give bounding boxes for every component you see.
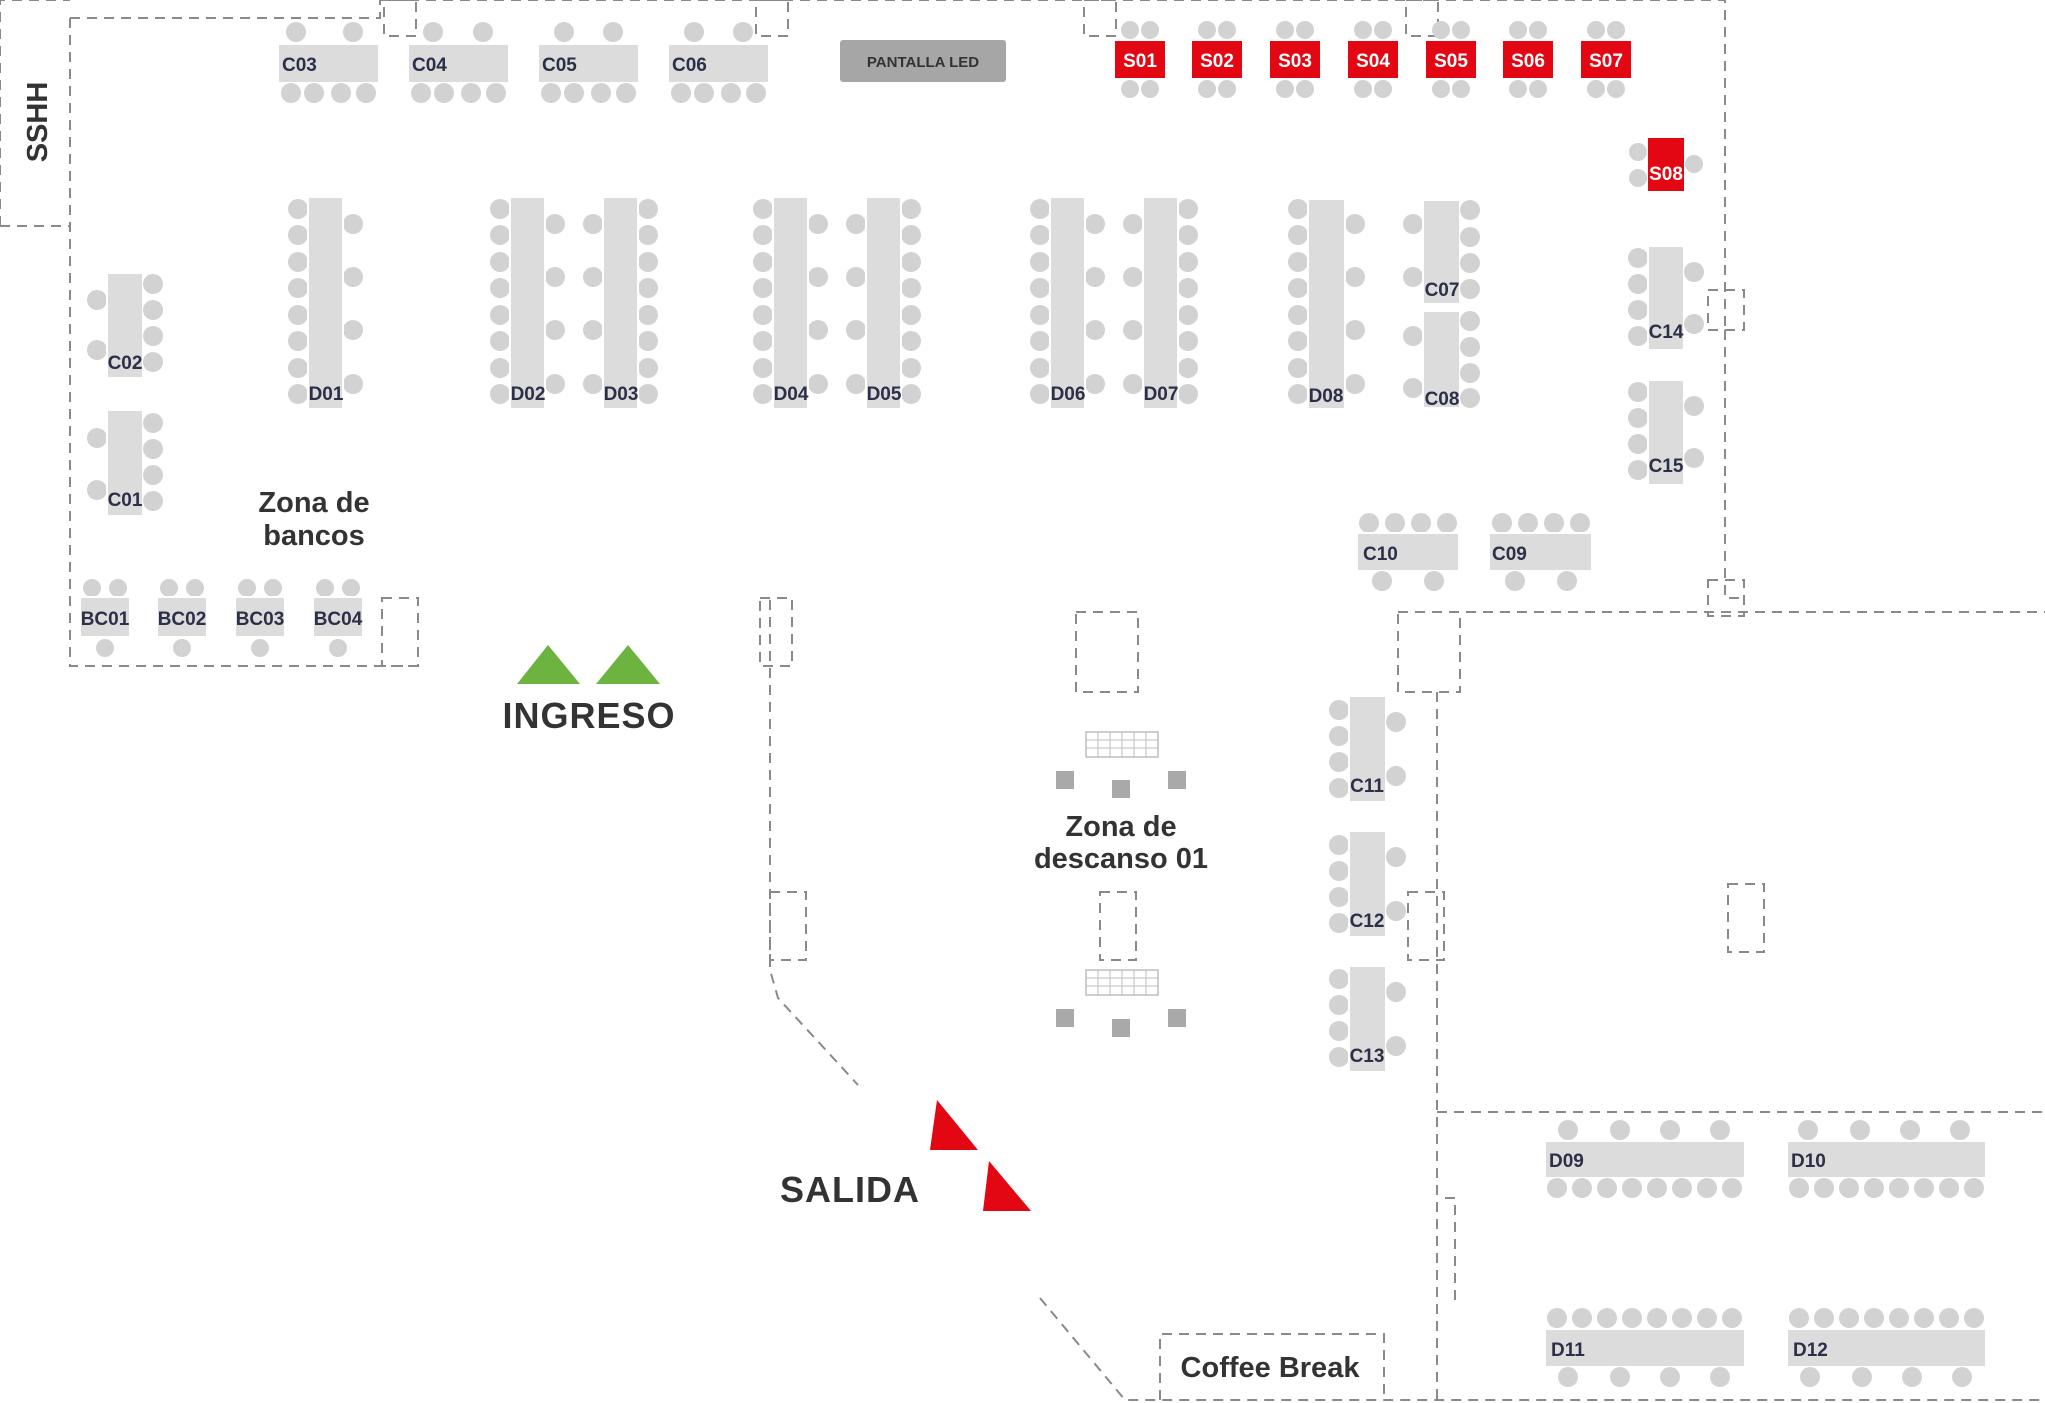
table-label: D08 [1309,386,1344,407]
stand-s07[interactable]: S07 [1581,21,1631,98]
table-label: D03 [604,384,639,405]
table-label: BC03 [236,609,285,630]
zona-bancos-label-line1: Zona de [258,487,369,519]
table-label: C01 [108,490,143,511]
stand-label: S05 [1434,51,1468,72]
table-c15[interactable]: C15 [1628,379,1704,486]
desk-d03[interactable]: D03 [583,196,658,410]
stand-s06[interactable]: S06 [1503,21,1553,98]
table-label: C08 [1425,389,1460,410]
desk-d11[interactable]: D11 [1544,1308,1746,1387]
table-label: D02 [511,384,546,405]
exit-label: SALIDA [780,1169,920,1210]
table-label: C04 [412,55,447,76]
desk-d06[interactable]: D06 [1030,196,1105,410]
table-label: BC01 [81,609,130,630]
table-label: C15 [1649,456,1684,477]
lounge-table-top [1056,731,1186,798]
table-label: C05 [542,55,577,76]
table-label: C11 [1350,776,1384,797]
sshh-label: SSHH [22,82,54,163]
stand-label: S06 [1511,51,1545,72]
desk-d07[interactable]: D07 [1123,196,1198,410]
entrance-arrows-icon [517,645,660,684]
stand-s05[interactable]: S05 [1426,21,1476,98]
table-c12[interactable]: C12 [1329,830,1406,938]
table-label: D06 [1051,384,1086,405]
desk-d09[interactable]: D09 [1544,1120,1746,1198]
stand-s03[interactable]: S03 [1270,21,1320,98]
table-c07[interactable]: C07 [1403,199,1480,305]
stand-label: S08 [1649,164,1683,185]
stand-label: S03 [1278,51,1312,72]
rest-zone-label-line1: Zona de [1065,811,1176,843]
table-label: D05 [867,384,902,405]
table-label: D04 [774,384,809,405]
exit-arrows-icon [930,1100,1031,1211]
desk-d01[interactable]: D01 [288,196,363,410]
table-label: C12 [1350,911,1385,932]
table-c13[interactable]: C13 [1329,965,1406,1073]
stand-label: S01 [1123,51,1157,72]
stand-s02[interactable]: S02 [1192,21,1242,98]
desk-d12[interactable]: D12 [1786,1308,1987,1387]
coffee-break-label: Coffee Break [1181,1352,1361,1384]
stand-s01[interactable]: S01 [1115,21,1165,98]
zona-bancos-label-line2: bancos [263,520,365,552]
table-c02[interactable]: C02 [87,272,163,379]
table-label: D01 [309,384,344,405]
counter-bc04[interactable]: BC04 [312,579,364,657]
desk-d10[interactable]: D10 [1786,1120,1987,1198]
table-label: D11 [1551,1340,1585,1361]
desk-d02[interactable]: D02 [490,196,565,410]
table-label: D10 [1791,1151,1826,1172]
table-label: BC04 [314,609,363,630]
led-screen: PANTALLA LED [840,40,1006,82]
counter-bc03[interactable]: BC03 [234,579,286,657]
lounge-table-bottom [1056,969,1186,1037]
stand-label: S02 [1200,51,1234,72]
table-label: C09 [1492,544,1527,565]
entrance-label: INGRESO [502,695,675,736]
table-label: D12 [1793,1340,1828,1361]
stand-s04[interactable]: S04 [1348,21,1398,98]
table-label: D09 [1549,1151,1584,1172]
table-c04[interactable]: C04 [407,22,510,103]
table-c01[interactable]: C01 [87,409,163,517]
table-label: C13 [1350,1046,1385,1067]
table-c03[interactable]: C03 [277,22,380,103]
counter-bc02[interactable]: BC02 [156,579,208,657]
desk-d05[interactable]: D05 [846,196,921,410]
table-c14[interactable]: C14 [1628,245,1704,351]
counter-bc01[interactable]: BC01 [79,579,131,657]
table-label: C10 [1363,544,1398,565]
table-c10[interactable]: C10 [1356,513,1460,591]
table-label: BC02 [158,609,207,630]
desk-d04[interactable]: D04 [753,196,828,410]
rest-zone-label-line2: descanso 01 [1034,843,1208,875]
table-label: C06 [672,55,707,76]
table-label: D07 [1144,384,1179,405]
table-label: C14 [1649,322,1684,343]
table-c11[interactable]: C11 [1329,695,1406,803]
table-label: C07 [1425,280,1460,301]
table-label: C03 [282,55,317,76]
table-c06[interactable]: C06 [667,22,770,103]
rest-zone [1056,611,1186,1037]
table-c08[interactable]: C08 [1403,310,1480,410]
desk-d08[interactable]: D08 [1288,198,1365,410]
stand-label: S07 [1589,51,1623,72]
stand-label: S04 [1356,51,1390,72]
table-c05[interactable]: C05 [537,22,640,103]
table-c09[interactable]: C09 [1488,513,1593,591]
table-label: C02 [108,353,143,374]
led-screen-label: PANTALLA LED [867,54,979,71]
stand-s08[interactable]: S08 [1629,138,1703,191]
